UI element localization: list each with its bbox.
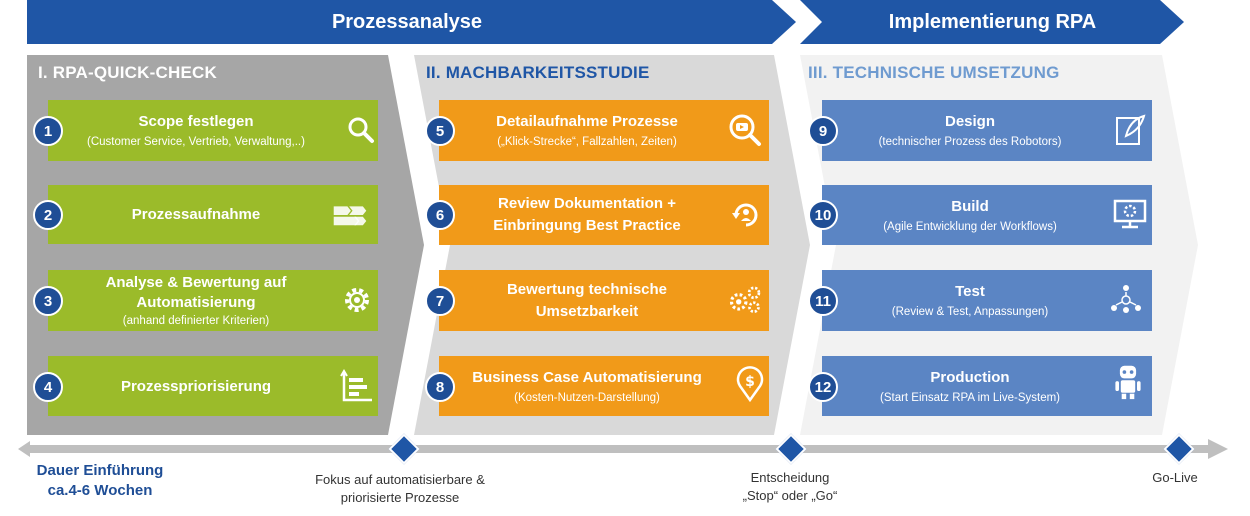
timeline-duration-label: Dauer Einführung ca.4-6 Wochen xyxy=(20,461,180,501)
step-12-sub: (Start Einsatz RPA im Live-System) xyxy=(880,391,1060,404)
step-number-7: 7 xyxy=(425,286,455,316)
step-number-5: 5 xyxy=(425,116,455,146)
robot-icon xyxy=(1110,364,1146,400)
milestone-go-live-label: Go-Live xyxy=(1135,469,1215,487)
fokus-line-1: Fokus auf automatisierbare & xyxy=(315,472,485,487)
step-box-3: Analyse & Bewertung auf Automatisierung … xyxy=(48,270,378,331)
svg-text:$: $ xyxy=(745,374,755,390)
step-2-title: Prozessaufnahme xyxy=(131,206,261,223)
step-6-title: Review Dokumentation + Einbringung Best … xyxy=(493,195,681,234)
dollar-pin-icon: $ xyxy=(732,366,768,403)
fokus-line-2: priorisierte Prozesse xyxy=(340,490,460,505)
step-7-title: Bewertung technische Umsetzbarkeit xyxy=(506,280,668,320)
step-4-title: Prozesspriorisierung xyxy=(120,377,272,395)
step-box-4: Prozesspriorisierung xyxy=(48,356,378,416)
step-number-8: 8 xyxy=(425,372,455,402)
team-network-icon xyxy=(1108,282,1144,318)
step-8-sub: (Kosten-Nutzen-Darstellung) xyxy=(514,391,660,404)
step-8-title: Business Case Automatisierung xyxy=(472,368,702,386)
step-box-12: Production (Start Einsatz RPA im Live-Sy… xyxy=(822,356,1152,416)
step-9-title: Design xyxy=(944,113,995,130)
step-box-7: Bewertung technische Umsetzbarkeit xyxy=(439,270,769,331)
step-number-6: 6 xyxy=(425,200,455,230)
step-number-1: 1 xyxy=(33,116,63,146)
step-number-2: 2 xyxy=(33,200,63,230)
banner-prozessanalyse xyxy=(27,0,796,44)
phase1-title: I. RPA-QUICK-CHECK xyxy=(38,63,217,82)
step-12-title: Production xyxy=(930,368,1010,386)
step-box-2: Prozessaufnahme xyxy=(48,185,378,244)
step-box-10: Build (Agile Entwicklung der Workflows) xyxy=(822,185,1152,245)
step-11-title: Test xyxy=(955,283,985,300)
step-box-1: Scope festlegen (Customer Service, Vertr… xyxy=(48,100,378,161)
step-1-sub: (Customer Service, Vertrieb, Verwaltung,… xyxy=(87,136,305,148)
phase3-title: III. TECHNISCHE UMSETZUNG xyxy=(808,63,1060,82)
step-9-sub: (technischer Prozess des Robotors) xyxy=(878,136,1062,148)
step-box-5: Detailaufnahme Prozesse („Klick-Strecke“… xyxy=(439,100,769,161)
process-flow-icon xyxy=(332,197,368,233)
step-box-6: Review Dokumentation + Einbringung Best … xyxy=(439,185,769,245)
step-10-title: Build xyxy=(951,197,989,215)
step-number-9: 9 xyxy=(808,116,838,146)
entscheidung-line-1: Entscheidung xyxy=(750,470,830,485)
duration-line-1: Dauer Einführung xyxy=(36,462,164,479)
search-icon xyxy=(343,112,379,148)
entscheidung-line-2: „Stop“ oder „Go“ xyxy=(742,488,838,503)
duration-line-2: ca.4-6 Wochen xyxy=(47,482,153,499)
banner-arrows xyxy=(27,0,1184,44)
step-5-sub: („Klick-Strecke“, Fallzahlen, Zeiten) xyxy=(497,136,677,148)
phase2-title: II. MACHBARKEITSSTUDIE xyxy=(426,63,650,82)
monitor-gear-icon xyxy=(1112,196,1148,232)
step-5-title: Detailaufnahme Prozesse xyxy=(496,113,678,130)
step-number-10: 10 xyxy=(808,200,838,230)
banner-right-label: Implementierung RPA xyxy=(888,10,1097,33)
go-live-line: Go-Live xyxy=(1152,470,1198,485)
step-box-8: Business Case Automatisierung (Kosten-Nu… xyxy=(439,356,769,416)
step-11-sub: (Review & Test, Anpassungen) xyxy=(891,306,1049,318)
banner-left-label: Prozessanalyse xyxy=(331,10,483,33)
milestone-fokus-label: Fokus auf automatisierbare & priorisiert… xyxy=(290,471,510,507)
step-10-sub: (Agile Entwicklung der Workflows) xyxy=(883,220,1057,233)
review-cycle-icon xyxy=(728,197,764,233)
step-number-12: 12 xyxy=(808,372,838,402)
timeline-arrow xyxy=(18,439,1228,459)
step-box-11: Test (Review & Test, Anpassungen) xyxy=(822,270,1152,331)
step-number-3: 3 xyxy=(33,286,63,316)
design-pen-icon xyxy=(1112,112,1148,148)
priority-chart-icon xyxy=(340,368,376,404)
step-3-title: Analyse & Bewertung auf Automatisierung xyxy=(105,273,287,311)
gears-icon xyxy=(727,282,763,318)
milestone-entscheidung-label: Entscheidung „Stop“ oder „Go“ xyxy=(720,469,860,505)
magnifier-detail-icon xyxy=(727,112,763,148)
step-number-11: 11 xyxy=(808,286,838,316)
step-3-sub: (anhand definierter Kriterien) xyxy=(122,314,270,327)
step-box-9: Design (technischer Prozess des Robotors… xyxy=(822,100,1152,161)
gear-icon xyxy=(339,282,375,318)
step-number-4: 4 xyxy=(33,372,63,402)
step-1-title: Scope festlegen xyxy=(138,113,254,130)
banner-implementierung xyxy=(800,0,1184,44)
